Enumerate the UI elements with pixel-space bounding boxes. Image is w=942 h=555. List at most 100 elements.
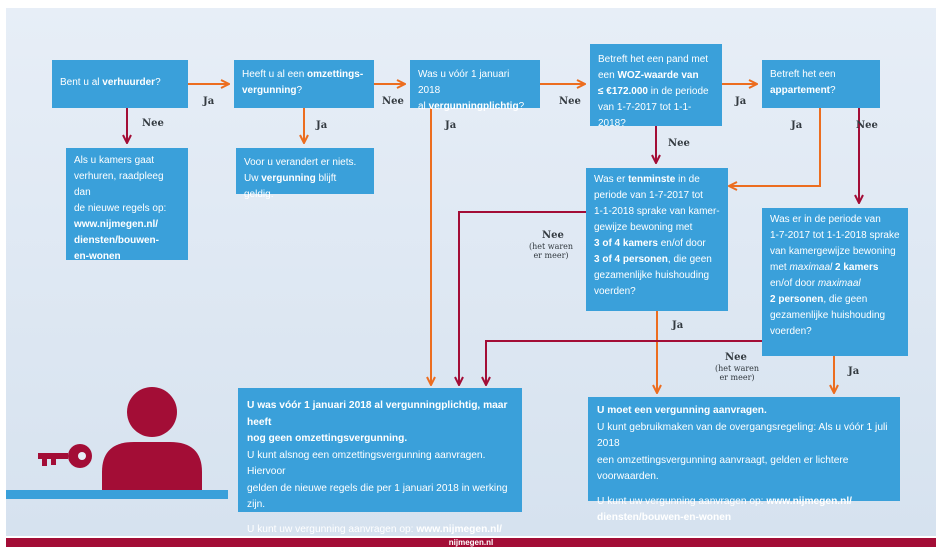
label-ja-appartement: Ja <box>791 120 803 131</box>
text-strong: vergunning <box>242 85 297 96</box>
website-link[interactable]: diensten/bouwen-en-wonen <box>597 512 732 523</box>
note-line: er meer) <box>533 251 569 260</box>
text: al <box>418 101 429 112</box>
label-nee-vergunningplichtig: Nee <box>559 96 581 107</box>
text-em: maximaal <box>817 278 861 289</box>
text: Voor u verandert er niets. <box>244 157 357 168</box>
result-omzettingsvergunning: U was vóór 1 januari 2018 al vergunningp… <box>238 388 522 551</box>
text: de nieuwe regels op: <box>74 203 167 214</box>
text: Was u vóór 1 januari 2018 <box>418 69 510 96</box>
result-title: U was vóór 1 januari 2018 al vergunningp… <box>247 400 508 428</box>
text-strong: diensten/bouwen- <box>74 235 159 246</box>
text: en/of door <box>770 278 818 289</box>
note-het-waren-meer-2: (het waren er meer) <box>712 364 762 382</box>
person-icon <box>102 387 202 490</box>
label-nee-maximaal: Nee <box>725 352 747 363</box>
label-ja-woz: Ja <box>735 96 747 107</box>
note-line: (het waren <box>528 242 574 251</box>
label-ja-tenminste: Ja <box>672 320 684 331</box>
label-nee-omzetting: Nee <box>382 96 404 107</box>
question-verhuurder: Bent u al verhuurder? <box>52 60 188 108</box>
text: een omzettingsvergunning aanvraagt, geld… <box>597 454 849 483</box>
text: gezamenlijke huishouding <box>770 310 886 321</box>
footer-url[interactable]: nijmegen.nl <box>448 538 494 547</box>
website-link[interactable]: www.nijmegen.nl/ <box>766 495 853 507</box>
result-vergunning-aanvragen: U moet een vergunning aanvragen. U kunt … <box>588 397 900 523</box>
arrow-tenminste-nee <box>459 211 586 384</box>
result-title: nog geen omzettingsvergunning. <box>247 433 408 444</box>
text-em: maximaal <box>789 262 833 273</box>
text: Bent u al <box>60 77 103 88</box>
text: Was er in de periode van <box>770 214 881 225</box>
note-line: er meer) <box>719 373 755 382</box>
question-vergunningplichtig: Was u vóór 1 januari 2018 al vergunningp… <box>410 60 540 112</box>
info-vergunning-geldig: Voor u verandert er niets. Uw vergunning… <box>236 148 374 200</box>
text: , die geen <box>823 294 868 305</box>
note-het-waren-meer-1: (het waren er meer) <box>526 242 576 260</box>
text-strong: appartement <box>770 85 831 96</box>
text: verhuren, raadpleeg dan <box>74 171 164 198</box>
text: Als u kamers gaat <box>74 155 155 166</box>
text: 1-7-2017 tot 1-1-2018 sprake <box>770 230 900 241</box>
label-nee-appartement: Nee <box>856 120 878 131</box>
text: U kunt alsnog een omzettingsvergunning a… <box>247 449 486 478</box>
text: en/of door <box>657 238 706 249</box>
text: , die geen <box>667 254 712 265</box>
text-strong: www.nijmegen.nl/ <box>74 219 159 230</box>
text: voerden? <box>594 286 636 297</box>
text: gelden de nieuwe regels die per 1 januar… <box>247 482 508 511</box>
label-ja-maximaal: Ja <box>848 366 860 377</box>
question-woz-waarde: Betreft het een pand met een WOZ-waarde … <box>590 44 722 129</box>
label-ja-vergunningplichtig: Ja <box>445 120 457 131</box>
question-maximaal: Was er in de periode van 1-7-2017 tot 1-… <box>762 208 908 356</box>
text: Betreft het een <box>770 69 836 80</box>
text: Uw <box>244 173 262 184</box>
text-strong: WOZ-waarde van <box>617 70 699 81</box>
text: ? <box>518 101 525 112</box>
text-strong: 3 of 4 personen <box>594 254 668 265</box>
text: met <box>770 262 790 273</box>
text: in de periode <box>647 86 709 97</box>
text-strong: en-wonen <box>74 251 121 262</box>
text-strong: omzettings- <box>307 69 364 80</box>
text-strong: vergunningplichtig <box>428 101 519 112</box>
result-title: U moet een vergunning aanvragen. <box>597 405 767 416</box>
text-strong: 2 kamers <box>832 262 879 273</box>
label-nee-verhuurder: Nee <box>142 118 164 129</box>
text: ? <box>155 77 161 88</box>
text-strong: verhuurder <box>102 77 156 88</box>
text: blijft geldig. <box>244 173 337 200</box>
question-tenminste: Was er tenminste in de periode van 1-7-2… <box>586 168 728 311</box>
text: ? <box>830 85 836 96</box>
note-line: (het waren <box>714 364 760 373</box>
text: U kunt uw vergunning aanvragen op: <box>597 495 767 507</box>
text-strong: 3 of 4 kamers <box>594 238 658 249</box>
text: gewijze bewoning met <box>594 222 693 233</box>
text: een <box>598 70 618 81</box>
text: van kamergewijze bewoning <box>770 246 896 257</box>
footer-bar: nijmegen.nl <box>6 538 936 547</box>
text: Betreft het een pand met <box>598 54 709 65</box>
arrow-maximaal-nee <box>486 340 762 384</box>
illustration-base <box>6 490 228 499</box>
question-appartement: Betreft het een appartement? <box>762 60 880 108</box>
text: 1-1-2018 sprake van kamer- <box>594 206 720 217</box>
text: Heeft u al een <box>242 69 308 80</box>
text-strong: vergunning <box>261 173 316 184</box>
text-strong: ≤ €172.000 <box>598 86 648 97</box>
text: in de <box>675 174 700 185</box>
label-ja-verhuurder: Ja <box>203 96 215 107</box>
website-link[interactable]: www.nijmegen.nl/ <box>416 523 503 535</box>
text: gezamenlijke huishouding <box>594 270 710 281</box>
text: ? <box>296 85 303 96</box>
label-nee-tenminste: Nee <box>542 230 564 241</box>
question-omzettingsvergunning: Heeft u al een omzettings- vergunning? <box>234 60 374 108</box>
text: periode van 1-7-2017 tot <box>594 190 703 201</box>
text-strong: 2 personen <box>770 294 824 305</box>
info-nieuwe-regels: Als u kamers gaat verhuren, raadpleeg da… <box>66 148 188 262</box>
label-ja-omzetting: Ja <box>316 120 328 131</box>
text: van 1-7-2017 tot 1-1-2018? <box>598 102 692 129</box>
key-icon <box>38 444 92 468</box>
text: U kunt uw vergunning aanvragen op: <box>247 523 417 535</box>
